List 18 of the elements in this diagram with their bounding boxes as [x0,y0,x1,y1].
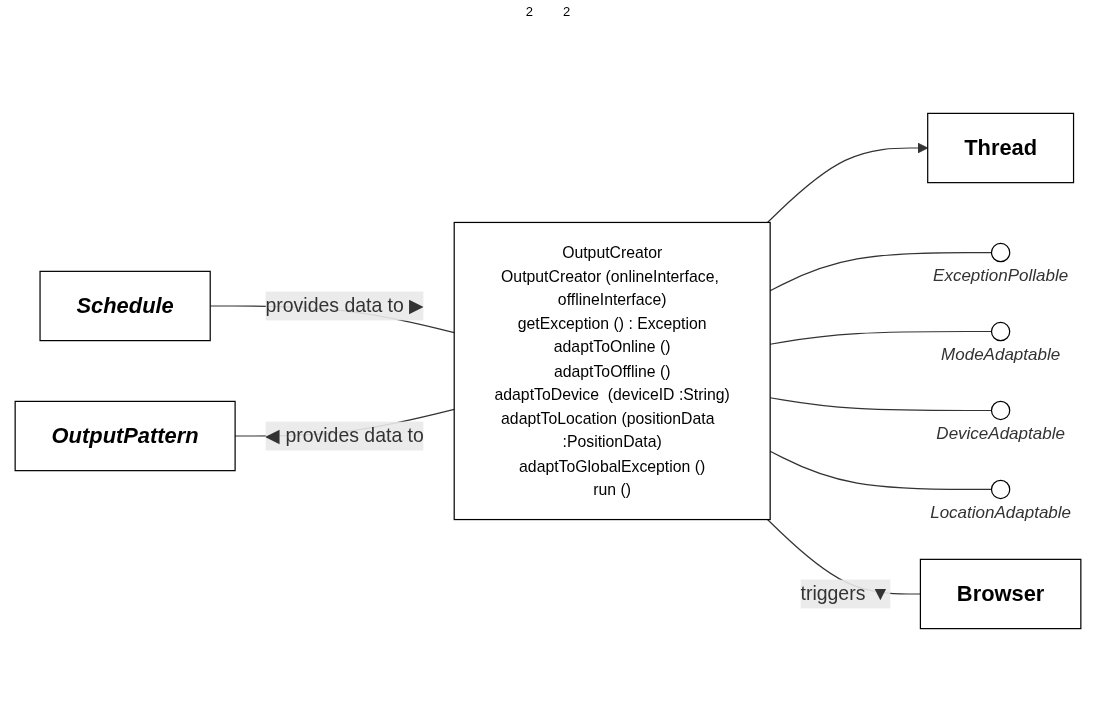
interface-name: LocationAdaptable [930,503,1072,523]
multiplicity-label: 2 [525,4,533,19]
multiplicity-label: 2 [563,4,571,19]
edge-label: triggers ▼ [800,583,891,604]
node-circle [990,479,1011,500]
interface-name: ExceptionPollable [933,266,1069,286]
interface-name: DeviceAdaptable [936,424,1065,444]
edge-label: provides data to ▶ [265,295,424,316]
node-box: OutputPattern [14,400,236,472]
node-box: Schedule [39,270,211,342]
node-box: OutputCreator OutputCreator (onlineInterface, offlineInterface) getException () : Exception adaptToOnline () adaptToOffline () adaptToDevice (deviceID :String) adaptToLocation (positionData :PositionData) adaptToGlobalException () run () [453,221,771,521]
node-circle [990,400,1011,421]
node-circle [990,242,1011,263]
node-box: Browser [919,558,1082,630]
node-circle [990,321,1011,342]
interface-name: ModeAdaptable [941,345,1061,365]
edge-label: ◀ provides data to [265,425,424,446]
node-box: Thread [927,112,1075,184]
